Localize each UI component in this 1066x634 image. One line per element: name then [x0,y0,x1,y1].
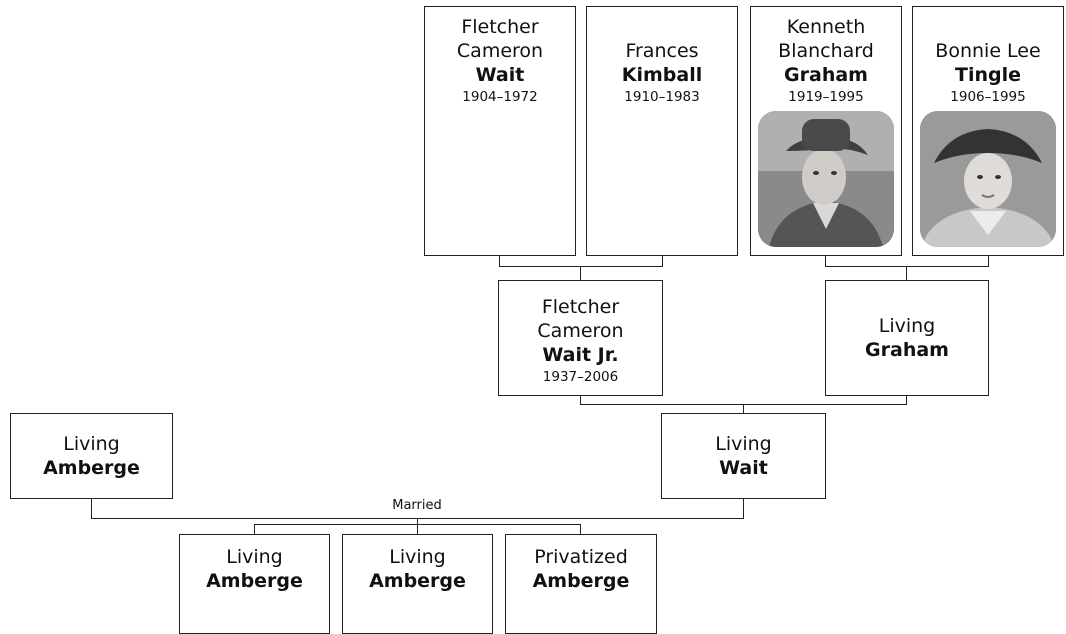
connector [580,524,581,534]
person-given-name: Fletcher Cameron [456,16,544,62]
person-card-child-3[interactable]: Privatized Amberge [505,534,657,634]
connector [825,256,826,267]
connector [417,524,418,534]
connector [580,266,581,280]
person-given-name: Living [226,546,283,568]
connector [988,256,989,267]
person-surname: Amberge [43,457,140,479]
connector [499,266,663,267]
person-given-name: Frances [625,40,699,62]
person-surname: Amberge [532,570,630,592]
person-given-name: Living [389,546,446,568]
person-photo [920,111,1056,247]
person-given-name: Living [878,315,936,337]
connector [906,396,907,405]
person-surname: Amberge [369,570,466,592]
person-card-kenneth-blanchard-graham[interactable]: Kenneth Blanchard Graham 1919–1995 [750,6,902,256]
person-given-name: Living [715,433,772,455]
person-card-living-amberge[interactable]: Living Amberge [10,413,173,499]
person-years: 1910–1983 [624,89,700,105]
person-card-bonnie-lee-tingle[interactable]: Bonnie Lee Tingle 1906–1995 [912,6,1064,256]
connector [91,499,92,519]
person-card-living-wait[interactable]: Living Wait [661,413,826,499]
person-years: 1904–1972 [462,89,538,105]
person-surname: Wait [475,64,525,86]
person-years: 1937–2006 [542,369,619,385]
connector [743,404,744,413]
connector [254,524,255,534]
person-surname: Kimball [621,64,703,86]
person-card-frances-kimball[interactable]: Frances Kimball 1910–1983 [586,6,738,256]
person-surname: Wait Jr. [542,344,619,366]
connector [825,266,989,267]
marriage-label: Married [392,498,442,513]
connector [906,266,907,280]
connector [499,256,500,267]
person-card-child-1[interactable]: Living Amberge [179,534,330,634]
person-card-fletcher-cameron-wait-jr[interactable]: Fletcher Cameron Wait Jr. 1937–2006 [498,280,663,396]
person-years: 1906–1995 [950,89,1026,105]
connector [743,499,744,519]
person-surname: Graham [784,64,868,86]
person-surname: Graham [865,339,949,361]
person-surname: Wait [719,457,768,479]
person-photo [758,111,894,247]
connector [662,256,663,267]
person-given-name: Bonnie Lee [935,40,1041,62]
connector [580,396,581,405]
person-given-name: Living [63,433,120,455]
person-surname: Amberge [206,570,303,592]
person-card-fletcher-cameron-wait[interactable]: Fletcher Cameron Wait 1904–1972 [424,6,576,256]
person-card-child-2[interactable]: Living Amberge [342,534,493,634]
person-given-name: Fletcher Cameron [537,296,624,342]
person-given-name: Privatized [534,546,628,568]
connector [417,518,418,525]
person-card-living-graham[interactable]: Living Graham [825,280,989,396]
person-years: 1919–1995 [788,89,864,105]
person-given-name: Kenneth Blanchard [778,16,874,62]
person-surname: Tingle [955,64,1021,86]
